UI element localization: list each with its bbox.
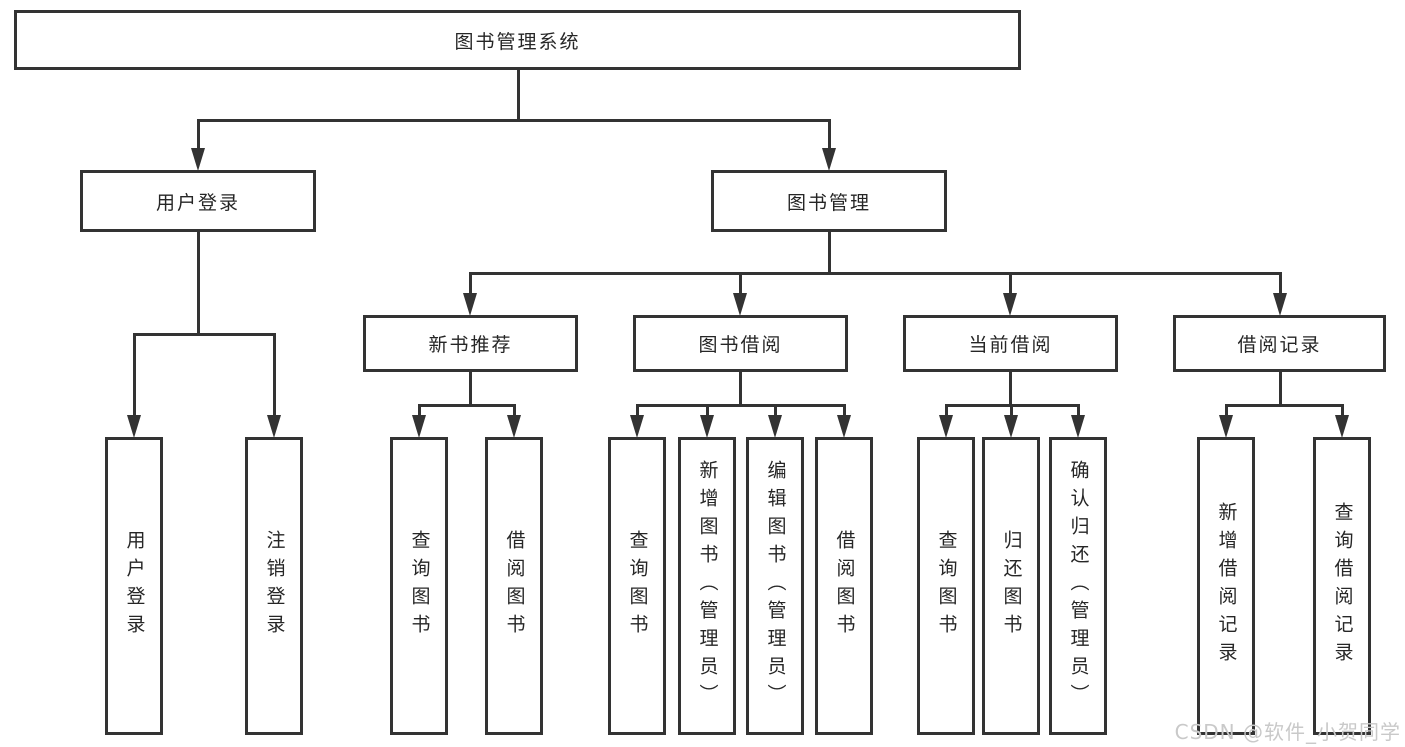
- arrowhead-down-icon: [1003, 293, 1017, 316]
- node-root-system: 图书管理系统: [14, 10, 1021, 70]
- arrowhead-down-icon: [630, 415, 644, 438]
- leaf-logout: 注销登录: [245, 437, 303, 735]
- arrowhead-down-icon: [507, 415, 521, 438]
- arrowhead-down-icon: [939, 415, 953, 438]
- leaf-query-books: 查询图书: [390, 437, 448, 735]
- arrowhead-down-icon: [733, 293, 747, 316]
- arrowhead-down-icon: [1071, 415, 1085, 438]
- arrow-shaft: [1009, 272, 1012, 294]
- arrowhead-down-icon: [412, 415, 426, 438]
- arrow-shaft: [133, 333, 136, 416]
- connector-stem-book-management: [828, 231, 831, 274]
- leaf-add-books-admin: 新增图书（管理员）: [678, 437, 736, 735]
- arrow-shaft: [273, 333, 276, 416]
- leaf-label: 用户登录: [123, 530, 146, 642]
- leaf-borrow-books: 借阅图书: [815, 437, 873, 735]
- connector-bar-book-borrow: [636, 404, 846, 407]
- node-user-login: 用户登录: [80, 170, 316, 232]
- node-book-borrow: 图书借阅: [633, 315, 848, 372]
- arrow-shaft: [739, 272, 742, 294]
- arrow-shaft: [1279, 272, 1282, 294]
- connector-stem-current-borrow: [1009, 371, 1012, 406]
- connector-bar-new-book-recommend: [418, 404, 516, 407]
- arrowhead-down-icon: [1219, 415, 1233, 438]
- arrow-shaft: [843, 404, 846, 416]
- arrow-shaft: [1225, 404, 1228, 416]
- connector-bar-user-login: [133, 333, 276, 336]
- node-borrow-records: 借阅记录: [1173, 315, 1386, 372]
- leaf-label: 归还图书: [1000, 530, 1023, 642]
- node-current-borrow: 当前借阅: [903, 315, 1118, 372]
- watermark: CSDN @软件_小贺同学: [1174, 720, 1401, 744]
- leaf-user-login: 用户登录: [105, 437, 163, 735]
- leaf-label: 借阅图书: [503, 530, 526, 642]
- node-book-management: 图书管理: [711, 170, 947, 232]
- arrowhead-down-icon: [267, 415, 281, 438]
- arrowhead-down-icon: [463, 293, 477, 316]
- arrowhead-down-icon: [768, 415, 782, 438]
- leaf-edit-books-admin: 编辑图书（管理员）: [746, 437, 804, 735]
- arrowhead-down-icon: [1335, 415, 1349, 438]
- arrowhead-down-icon: [700, 415, 714, 438]
- arrow-shaft: [774, 404, 777, 416]
- connector-bar-book-management: [469, 272, 1282, 275]
- arrow-shaft: [828, 119, 831, 149]
- connector-stem-user-login: [197, 231, 200, 335]
- leaf-return-books: 归还图书: [982, 437, 1040, 735]
- connector-bar-borrow-records: [1225, 404, 1344, 407]
- connector-bar-root: [197, 119, 831, 122]
- leaf-label: 新增借阅记录: [1215, 502, 1238, 670]
- arrow-shaft: [706, 404, 709, 416]
- leaf-confirm-return-admin: 确认归还（管理员）: [1049, 437, 1107, 735]
- leaf-query-books: 查询图书: [608, 437, 666, 735]
- leaf-label: 查询借阅记录: [1331, 502, 1354, 670]
- node-new-book-recommend: 新书推荐: [363, 315, 578, 372]
- arrow-shaft: [1341, 404, 1344, 416]
- leaf-query-books: 查询图书: [917, 437, 975, 735]
- arrowhead-down-icon: [191, 148, 205, 171]
- leaf-label: 新增图书（管理员）: [696, 460, 719, 712]
- arrowhead-down-icon: [1004, 415, 1018, 438]
- arrow-shaft: [513, 404, 516, 416]
- connector-stem-root: [517, 68, 520, 120]
- arrow-shaft: [197, 119, 200, 149]
- arrowhead-down-icon: [837, 415, 851, 438]
- leaf-add-borrow-record: 新增借阅记录: [1197, 437, 1255, 735]
- leaf-label: 查询图书: [408, 530, 431, 642]
- leaf-label: 确认归还（管理员）: [1067, 460, 1090, 712]
- arrow-shaft: [636, 404, 639, 416]
- arrowhead-down-icon: [822, 148, 836, 171]
- arrow-shaft: [1077, 404, 1080, 416]
- connector-stem-new-book-recommend: [469, 371, 472, 406]
- arrowhead-down-icon: [1273, 293, 1287, 316]
- arrow-shaft: [418, 404, 421, 416]
- leaf-label: 借阅图书: [833, 530, 856, 642]
- arrow-shaft: [945, 404, 948, 416]
- connector-stem-book-borrow: [739, 371, 742, 406]
- arrow-shaft: [1010, 404, 1013, 416]
- leaf-label: 注销登录: [263, 530, 286, 642]
- leaf-label: 编辑图书（管理员）: [764, 460, 787, 712]
- arrow-shaft: [469, 272, 472, 294]
- leaf-query-borrow-record: 查询借阅记录: [1313, 437, 1371, 735]
- connector-stem-borrow-records: [1279, 371, 1282, 406]
- arrowhead-down-icon: [127, 415, 141, 438]
- leaf-label: 查询图书: [626, 530, 649, 642]
- leaf-label: 查询图书: [935, 530, 958, 642]
- leaf-borrow-books: 借阅图书: [485, 437, 543, 735]
